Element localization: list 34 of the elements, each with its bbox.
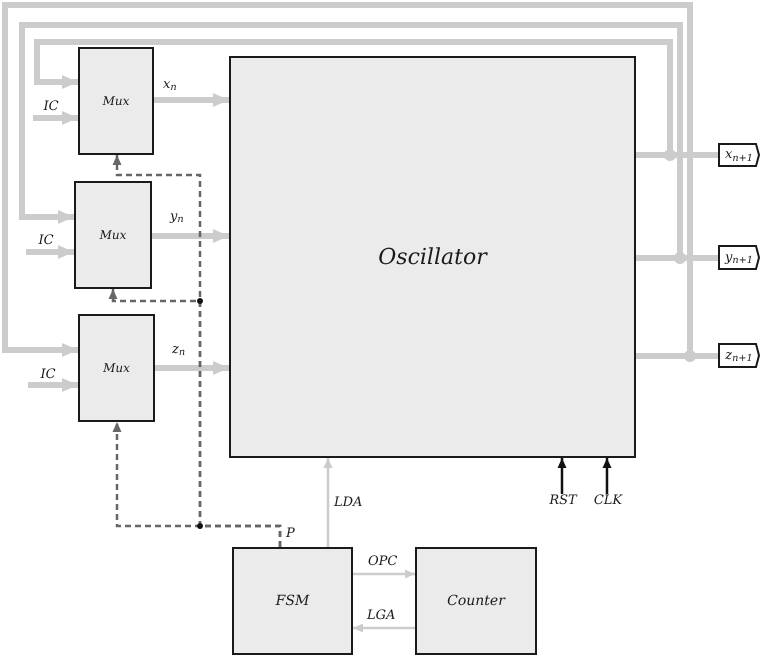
edge-label: y$_{n}$ — [170, 210, 184, 223]
input-label: IC — [28, 368, 68, 390]
edge-label: x$_{n}$ — [163, 78, 177, 91]
arrow — [602, 458, 612, 494]
output-port: z$_{n+1}$ — [718, 343, 760, 368]
port-label: P — [286, 527, 295, 540]
edge-label: z$_{n}$ — [172, 343, 186, 356]
mux-block: Mux — [78, 314, 155, 422]
edge-label: LGA — [367, 609, 396, 622]
arrow — [2, 2, 693, 359]
mux-block: Mux — [74, 181, 152, 289]
counter-block: Counter — [415, 547, 537, 655]
arrow — [33, 111, 78, 125]
signal-label: CLK — [591, 494, 625, 512]
arrow — [353, 624, 415, 632]
input-label: IC — [33, 100, 69, 122]
arrow — [28, 378, 78, 392]
arrow — [155, 361, 229, 375]
arrow — [26, 245, 74, 259]
arrow — [558, 458, 566, 494]
mux-block: Mux — [78, 47, 154, 155]
edge-label: LDA — [334, 496, 362, 509]
edge-label: OPC — [368, 555, 398, 568]
arrow — [324, 458, 332, 547]
arrow — [353, 570, 415, 578]
arrow — [152, 229, 229, 243]
control-line — [112, 155, 282, 547]
output-port: y$_{n+1}$ — [718, 245, 760, 270]
fsm-block: FSM — [232, 547, 353, 655]
input-label: IC — [26, 234, 66, 256]
arrow — [154, 93, 229, 107]
signal-label: RST — [546, 494, 580, 512]
oscillator-block: Oscillator — [229, 56, 636, 458]
output-port: x$_{n+1}$ — [718, 143, 760, 167]
